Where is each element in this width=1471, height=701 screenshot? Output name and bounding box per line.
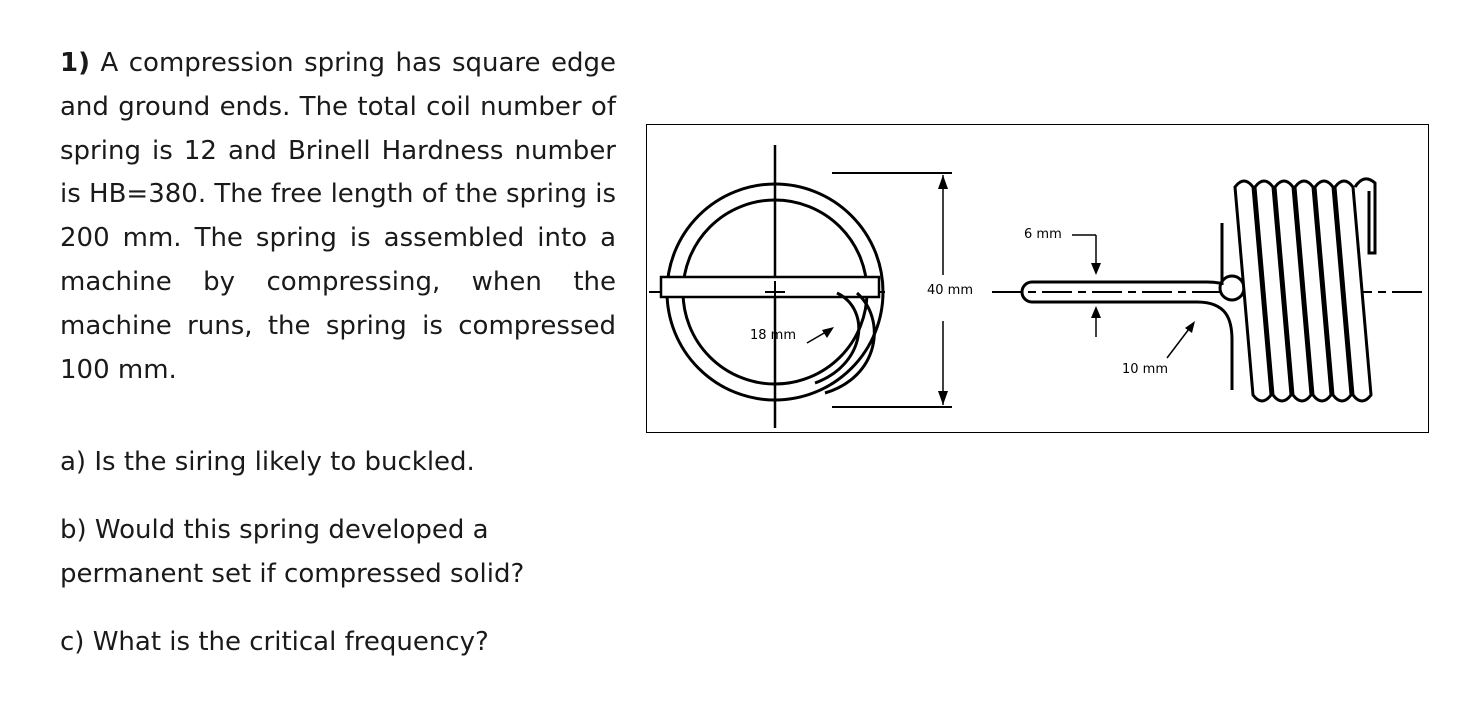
spring-figure: 40 mm 18 mm [646,124,1429,433]
spring-drawing: 40 mm 18 mm [649,145,1422,428]
question-c: c) What is the critical frequency? [60,627,489,658]
dim-label-end-bend: 10 mm [1122,362,1168,377]
dim-label-outer-diameter: 40 mm [927,283,973,298]
statement-text: A compression spring has square edge and… [60,48,616,385]
side-view [992,177,1422,403]
problem-statement: 1) A compression spring has square edge … [60,42,616,392]
dim-label-wire: 6 mm [1024,227,1062,242]
question-b: b) Would this spring developed a permane… [60,515,525,590]
dim-label-inner-bend: 18 mm [750,328,796,343]
problem-text: 1) A compression spring has square edge … [60,42,616,664]
question-a: a) Is the siring likely to buckled. [60,447,475,478]
end-view [649,145,952,428]
problem-number: 1) [60,48,90,78]
